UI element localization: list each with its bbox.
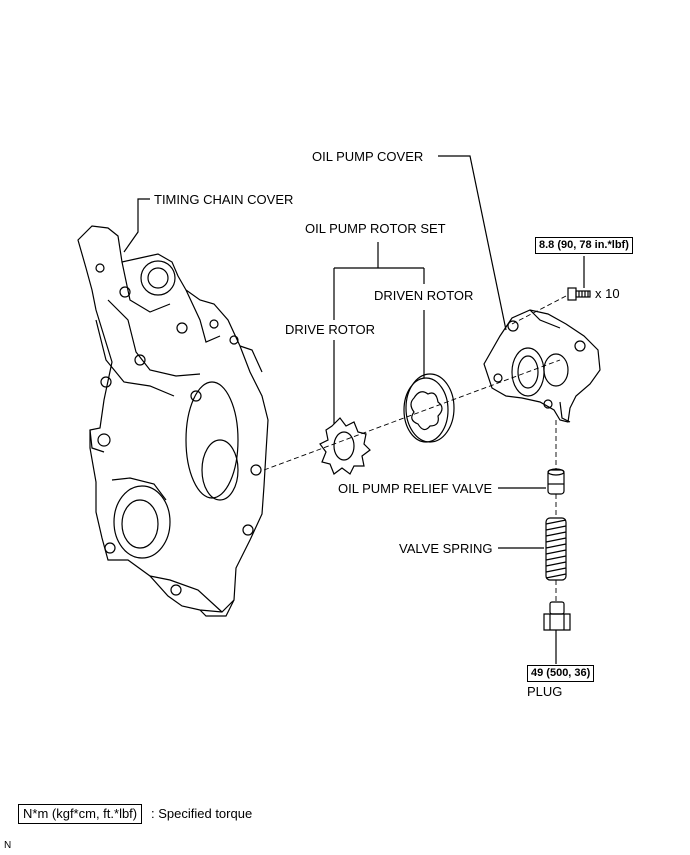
torque-spec-plug: 49 (500, 36) bbox=[527, 665, 595, 682]
relief-valve-part bbox=[547, 468, 565, 495]
label-oil-pump-relief-valve: OIL PUMP RELIEF VALVE bbox=[338, 481, 493, 496]
torque-spec-bolt: 8.8 (90, 78 in.*lbf) bbox=[535, 237, 633, 254]
driven-rotor-part bbox=[403, 373, 455, 443]
drive-rotor-part bbox=[319, 417, 371, 475]
label-valve-spring: VALVE SPRING bbox=[399, 541, 493, 556]
label-plug: PLUG bbox=[527, 684, 563, 699]
label-drive-rotor: DRIVE ROTOR bbox=[285, 322, 376, 337]
leader-timing-chain-cover bbox=[123, 198, 150, 253]
assembly-center-line bbox=[263, 359, 561, 471]
label-bolt-quantity: x 10 bbox=[595, 286, 620, 301]
label-timing-chain-cover: TIMING CHAIN COVER bbox=[154, 192, 294, 207]
legend-unit-box: N*m (kgf*cm, ft.*lbf) bbox=[18, 804, 143, 824]
legend-description: : Specified torque bbox=[151, 806, 253, 821]
label-oil-pump-cover: OIL PUMP COVER bbox=[312, 149, 424, 164]
oil-pump-cover-part bbox=[483, 309, 601, 423]
leader-rotor-set bbox=[333, 242, 425, 320]
label-driven-rotor: DRIVEN ROTOR bbox=[374, 288, 474, 303]
valve-spring-part bbox=[545, 517, 567, 581]
bolt-center-line bbox=[511, 295, 567, 325]
leader-oil-pump-cover bbox=[438, 155, 507, 331]
plug-part bbox=[543, 601, 571, 631]
corner-mark: N bbox=[4, 840, 12, 851]
label-oil-pump-rotor-set: OIL PUMP ROTOR SET bbox=[305, 221, 446, 236]
bolt-part bbox=[567, 287, 591, 301]
timing-chain-cover-part bbox=[77, 225, 269, 617]
